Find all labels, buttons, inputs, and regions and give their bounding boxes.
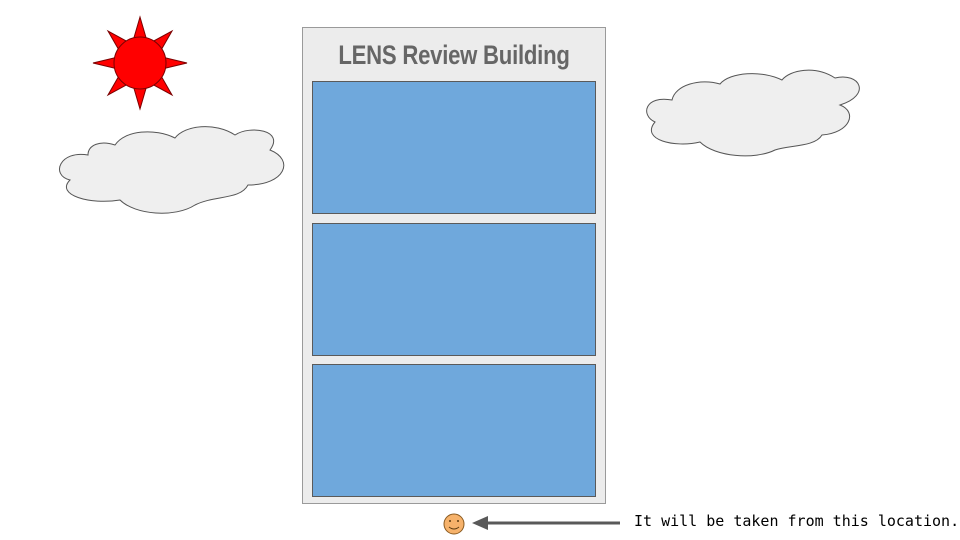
building-window	[312, 364, 596, 497]
smiley-face-icon	[443, 513, 465, 535]
building-window	[312, 81, 596, 214]
building-title: LENS Review Building	[338, 40, 570, 70]
building: LENS Review Building	[302, 27, 606, 504]
sun-disc	[113, 36, 167, 90]
building-window	[312, 223, 596, 356]
location-caption: It will be taken from this location.	[634, 512, 960, 530]
cloud-icon	[59, 126, 285, 214]
arrow-left-icon	[472, 516, 620, 530]
cloud-icon	[646, 69, 860, 157]
sun-icon	[92, 15, 188, 111]
